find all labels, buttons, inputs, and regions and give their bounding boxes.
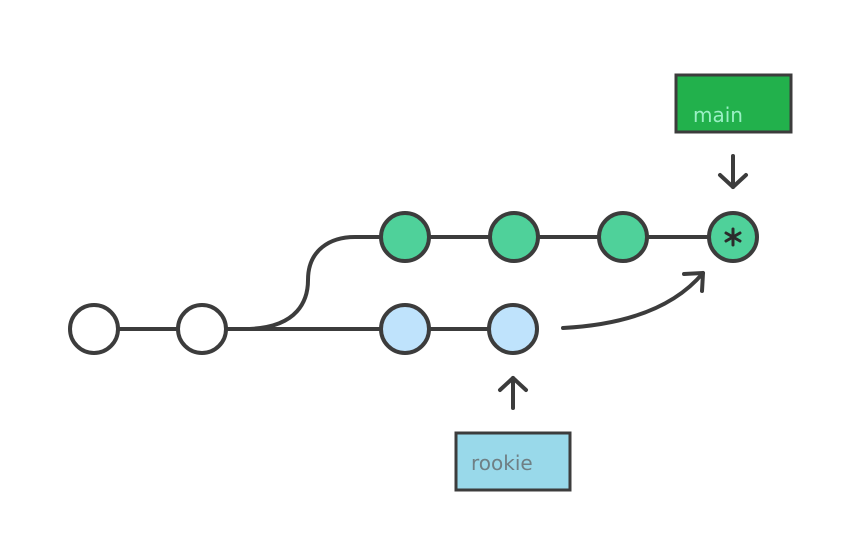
branch-label-main-text: main bbox=[693, 103, 743, 127]
branch-label-rookie: rookie bbox=[454, 431, 572, 492]
main-pointer-arrow-head bbox=[718, 173, 748, 189]
commit-base-1 bbox=[68, 303, 120, 355]
branch-label-main: main bbox=[674, 73, 793, 134]
commit-main-3 bbox=[597, 211, 649, 263]
commit-rookie-2 bbox=[487, 303, 539, 355]
commit-main-1 bbox=[379, 211, 431, 263]
asterisk-icon bbox=[724, 227, 742, 247]
commit-main-2 bbox=[488, 211, 540, 263]
merge-arrow-head bbox=[682, 271, 705, 293]
branch-label-rookie-text: rookie bbox=[471, 451, 533, 475]
commit-rookie-1 bbox=[379, 303, 431, 355]
merge-arrow bbox=[561, 271, 705, 330]
commit-base-2 bbox=[176, 303, 228, 355]
branch-edge-main bbox=[242, 235, 383, 331]
rookie-pointer-arrow-head bbox=[498, 376, 528, 392]
